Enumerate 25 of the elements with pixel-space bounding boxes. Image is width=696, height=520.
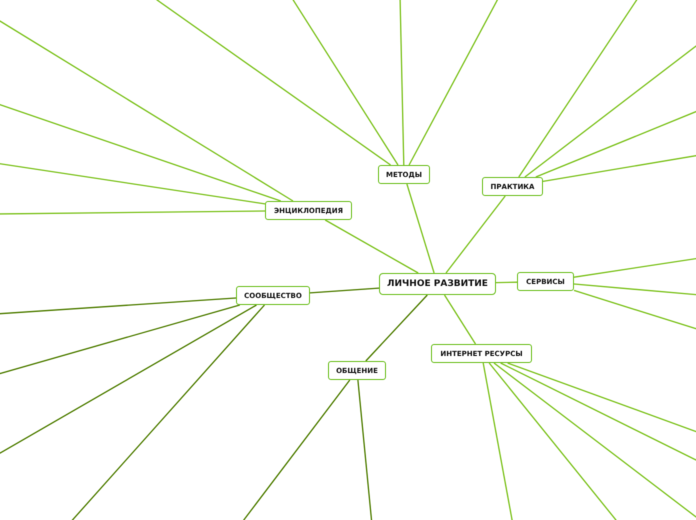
connector-line	[496, 282, 518, 284]
branch-line	[574, 290, 696, 331]
branch-line	[0, 210, 265, 215]
central-topic: ЛИЧНОЕ РАЗВИТИЕ	[379, 273, 496, 295]
branch-line	[507, 362, 696, 434]
connector-line	[324, 219, 419, 274]
branch-line	[399, 0, 404, 166]
connector-line	[406, 184, 435, 274]
branch-line	[0, 162, 266, 205]
branch-line	[0, 297, 236, 315]
branch-line	[536, 109, 696, 178]
branch-line	[408, 0, 501, 166]
branch-line	[500, 362, 696, 463]
connector-line	[310, 287, 380, 294]
branch-line	[574, 257, 696, 278]
connector-line	[445, 196, 506, 274]
branch-line	[0, 102, 282, 202]
branch-line	[0, 304, 240, 376]
branch-line	[482, 362, 514, 520]
branch-line	[574, 283, 696, 296]
branch-line	[357, 380, 373, 520]
connector-line	[444, 294, 476, 344]
branch-line	[494, 362, 696, 520]
connector-line	[365, 294, 428, 362]
branch-line	[542, 154, 696, 182]
